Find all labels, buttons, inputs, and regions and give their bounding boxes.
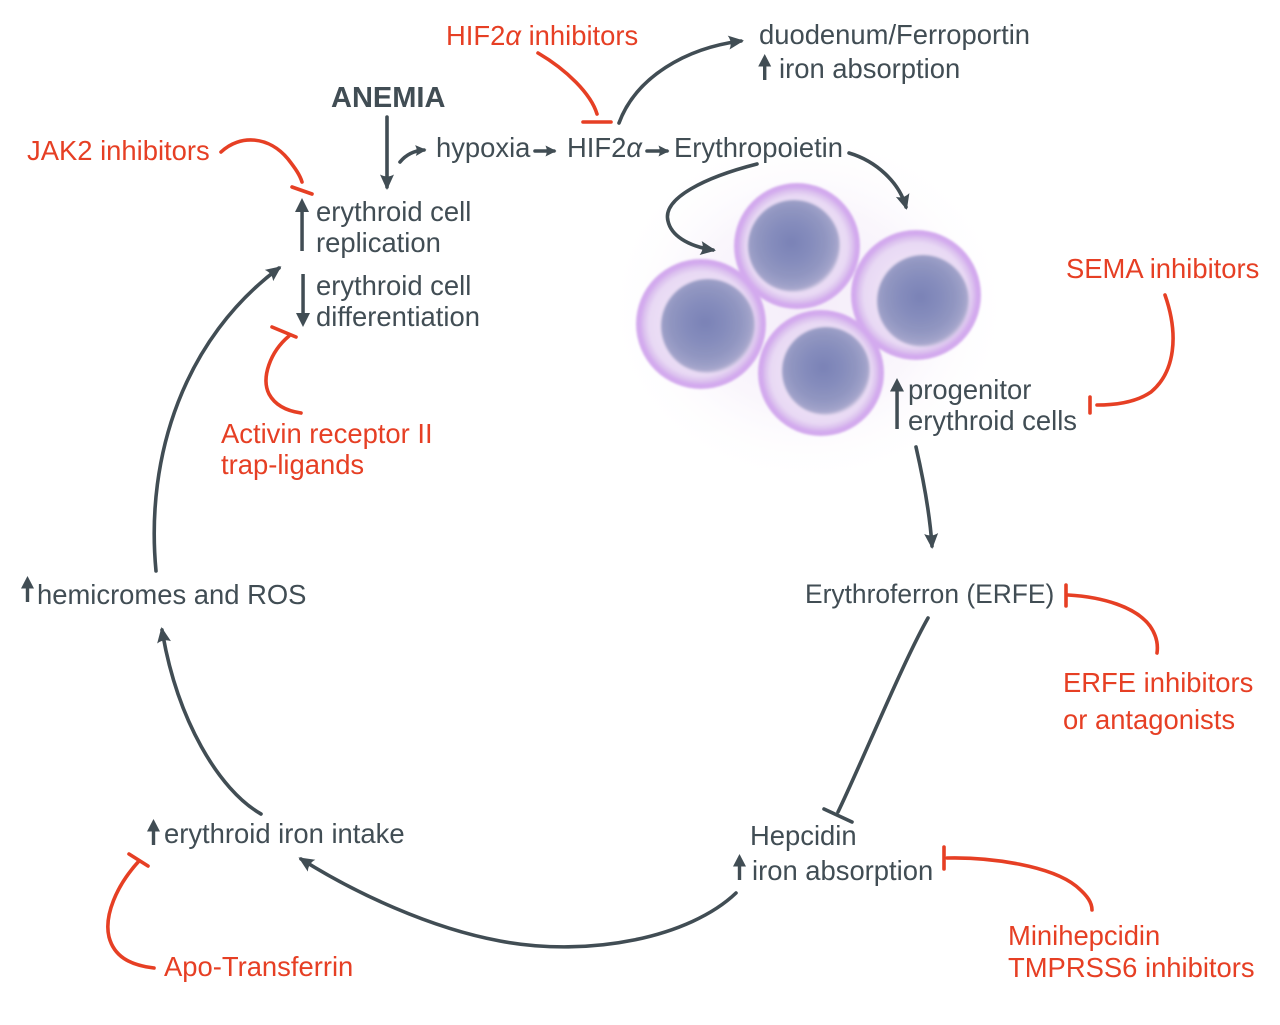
svg-text:iron absorption: iron absorption [779,53,960,84]
svg-text:JAK2 inhibitors: JAK2 inhibitors [27,135,210,166]
svg-text:replication: replication [316,227,441,258]
svg-text:TMPRSS6 inhibitors: TMPRSS6 inhibitors [1008,952,1255,983]
svg-text:Erythropoietin: Erythropoietin [674,132,843,163]
svg-text:ERFE inhibitors: ERFE inhibitors [1063,667,1253,698]
svg-text:hemicromes and ROS: hemicromes and ROS [37,579,306,610]
svg-text:Erythroferron (ERFE): Erythroferron (ERFE) [805,579,1054,609]
svg-text:or antagonists: or antagonists [1063,704,1235,735]
svg-text:Activin receptor II: Activin receptor II [221,418,433,449]
svg-text:erythroid cells: erythroid cells [908,405,1077,436]
svg-text:Hepcidin: Hepcidin [750,820,857,851]
svg-text:HIF2α: HIF2α [567,132,643,163]
svg-text:progenitor: progenitor [908,374,1031,405]
svg-text:duodenum/Ferroportin: duodenum/Ferroportin [759,19,1030,50]
svg-text:HIF2α inhibitors: HIF2α inhibitors [446,20,638,51]
svg-text:erythroid cell: erythroid cell [316,270,471,301]
svg-text:erythroid cell: erythroid cell [316,196,471,227]
svg-text:trap-ligands: trap-ligands [221,449,364,480]
svg-text:hypoxia: hypoxia [436,132,531,163]
svg-text:ANEMIA: ANEMIA [331,82,445,114]
svg-text:iron absorption: iron absorption [752,855,933,886]
svg-text:Minihepcidin: Minihepcidin [1008,920,1160,951]
svg-text:differentiation: differentiation [316,301,480,332]
svg-text:Apo-Transferrin: Apo-Transferrin [164,951,353,982]
svg-text:erythroid iron intake: erythroid iron intake [164,818,405,849]
svg-text:SEMA inhibitors: SEMA inhibitors [1066,253,1259,284]
